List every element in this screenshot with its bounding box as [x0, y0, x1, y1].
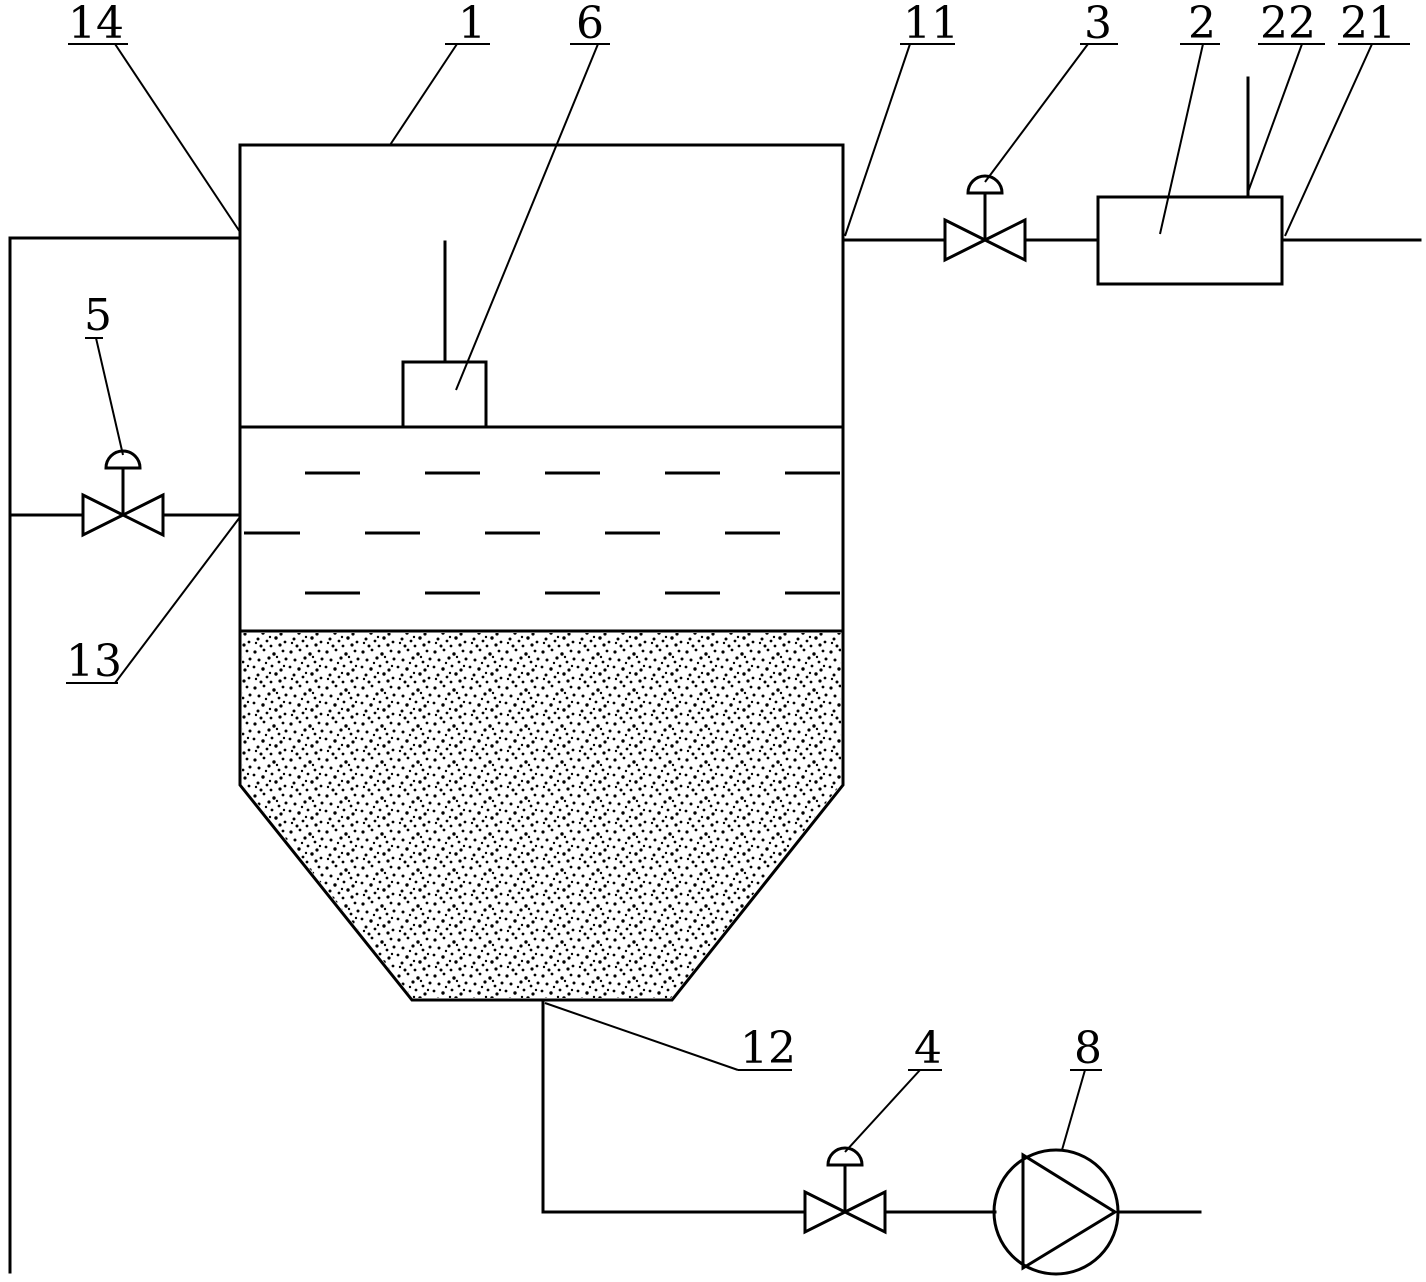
label-8: 8: [1074, 1023, 1102, 1074]
valve-5: [81, 449, 165, 538]
labels: 14 1 6 11 3 2 22 21 5 13 12 4 8: [66, 0, 1396, 1074]
valve-4: [803, 1146, 887, 1235]
label-12: 12: [740, 1023, 796, 1074]
box-2: [1096, 76, 1284, 286]
tank-outline: [238, 143, 845, 1002]
left-pipes: [8, 236, 242, 1274]
label-13: 13: [66, 636, 122, 687]
label-2: 2: [1188, 0, 1216, 49]
pump-8: [992, 1148, 1120, 1276]
valve-3: [943, 174, 1027, 263]
label-1: 1: [458, 0, 486, 49]
label-3: 3: [1084, 0, 1112, 49]
liquid-dashes: [244, 471, 840, 595]
label-11: 11: [903, 0, 959, 49]
leader-lines: [66, 43, 1410, 1153]
label-14: 14: [68, 0, 124, 49]
label-22: 22: [1260, 0, 1316, 49]
label-5: 5: [84, 290, 112, 341]
float-6: [401, 240, 488, 429]
label-4: 4: [914, 1023, 942, 1074]
sand-layer: [242, 633, 841, 998]
bottom-pipes: [541, 998, 1202, 1214]
label-6: 6: [576, 0, 604, 49]
label-21: 21: [1340, 0, 1396, 49]
tank-1: [238, 143, 845, 1002]
